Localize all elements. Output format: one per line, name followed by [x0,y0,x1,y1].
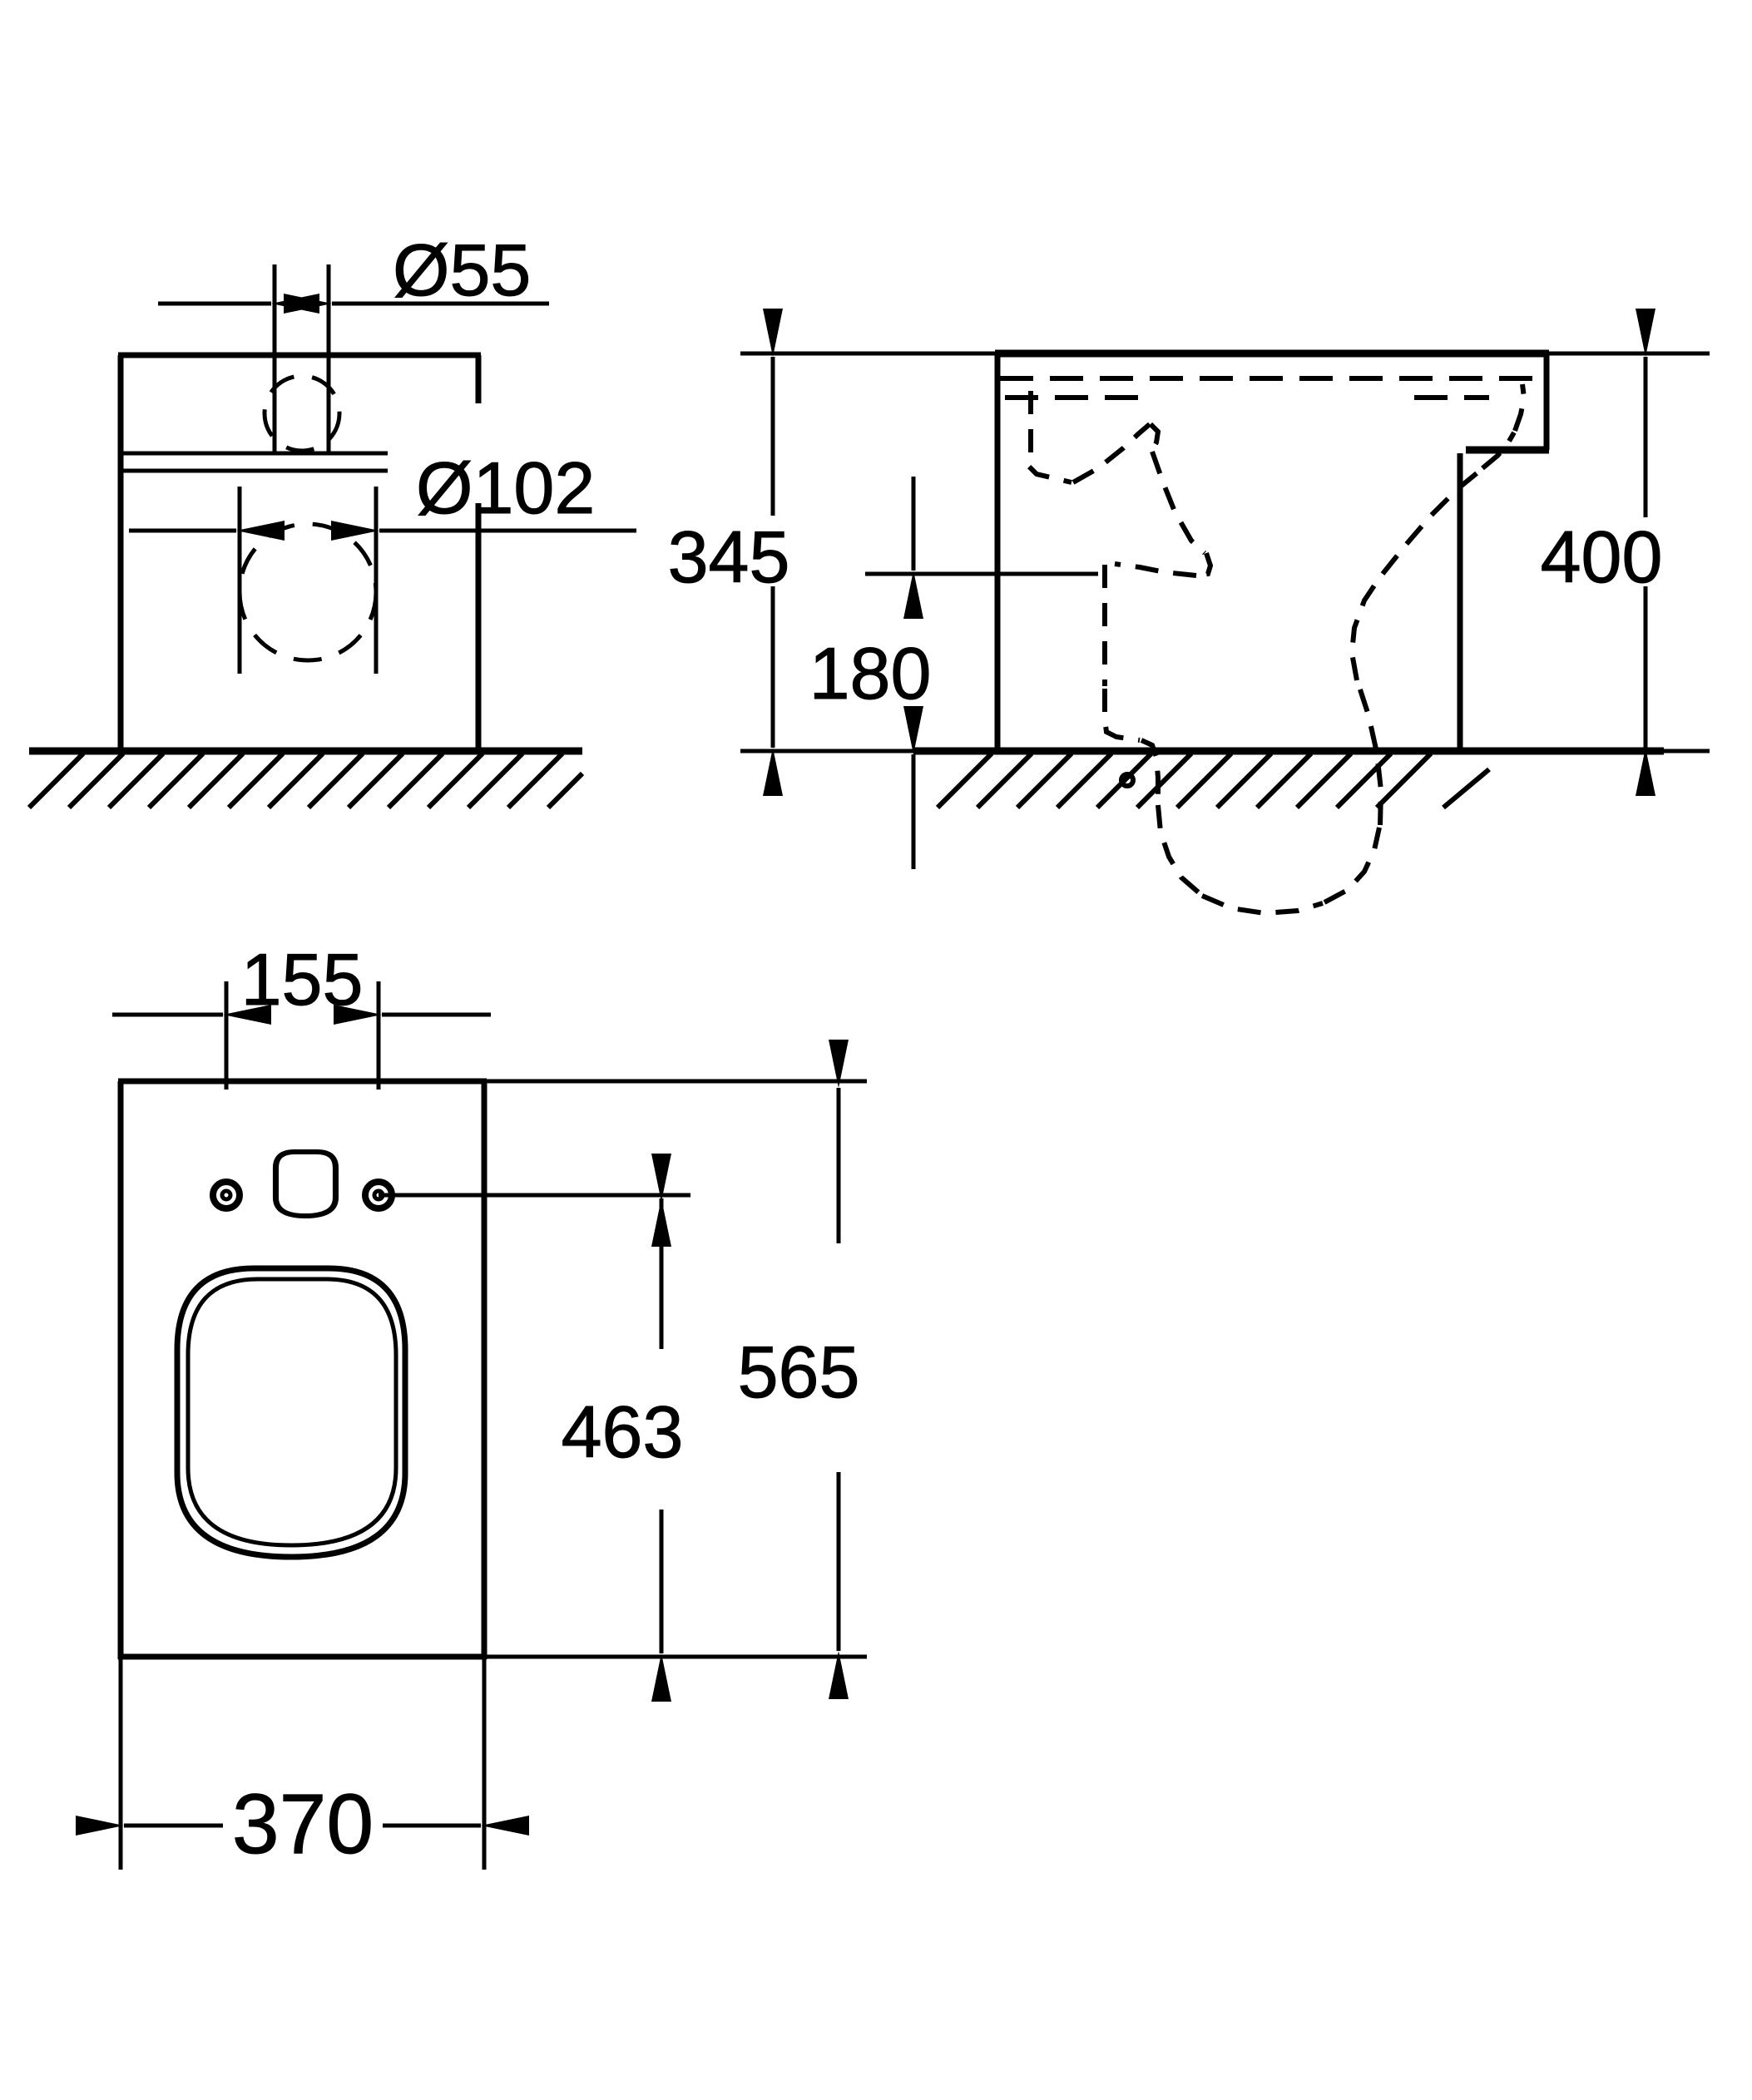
dim-370-label: 370 [232,1776,374,1871]
outlet-hidden-circle [237,521,379,663]
dim-400-label: 400 [1541,516,1663,598]
dim-d102-label: Ø102 [416,447,595,529]
plan-drain-opening [272,1149,339,1219]
side-elevation-view: 345 180 400 [667,309,1710,917]
side-bowl-hidden-profile [1025,383,1527,917]
front-elevation-view: Ø55 Ø102 [27,229,636,810]
side-seat-hidden-lines [1000,376,1544,400]
plan-bowl-inner-contour [186,1277,398,1548]
dim-345-label: 345 [668,516,790,598]
floor-hatch-front-view [27,751,585,810]
dim-155-label: 155 [241,938,364,1020]
dim-d55-label: Ø55 [393,229,531,311]
dim-463-label: 463 [562,1391,684,1473]
flush-inlet-hidden-circle [262,373,342,453]
dim-565-label: 565 [738,1331,860,1413]
plan-bowl-outer-contour [174,1265,408,1560]
plan-fixing-hole-left [210,1178,243,1212]
dim-180-label: 180 [809,632,932,714]
plan-view: 155 463 565 370 [76,938,867,1872]
floor-hatch-side-view [935,751,1491,810]
